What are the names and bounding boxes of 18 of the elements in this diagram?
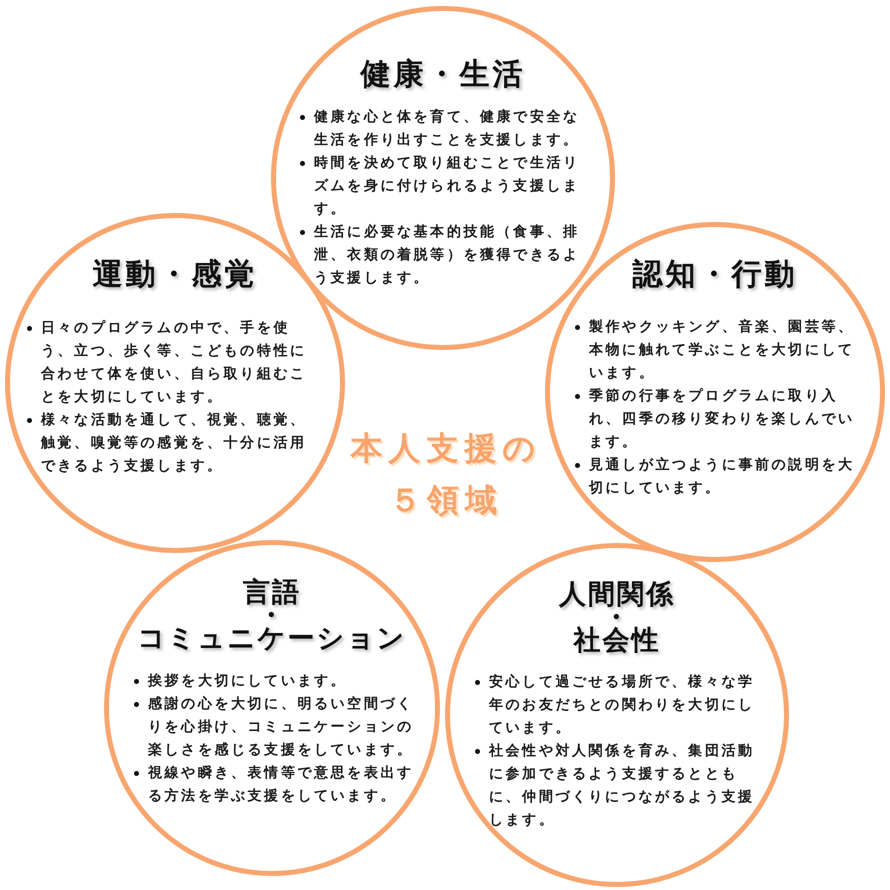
bullet-text: 視線や瞬き、表情等で意思を表出する方法を学ぶ支援をしています。 (148, 764, 415, 806)
bullet-text: 見通しが立つように事前の説明を大切にしています。 (589, 456, 856, 498)
bullet-text: 感謝の心を大切に、明るい空間づくりを心掛け、コミュニケーションの楽しさを感じる支援をしています。 (148, 694, 415, 760)
circle-heading: 人間関係・社会性 (559, 583, 675, 652)
bullet-text: 生活に必要な基本的技能（食事、排泄、衣類の着脱等）を獲得できるよう支援します。 (314, 223, 581, 288)
bullet-text: 安心して過ごせる場所で、様々な学年のお友だちとの関わりを大切にしています。 (489, 672, 756, 738)
bullet-text: 社会性や対人関係を育み、集団活動に参加できるよう支援するとともに、仲間づくりにつながるよう支援します。 (489, 742, 756, 830)
bullet-text: 製作やクッキング、音楽、園芸等、本物に触れて学ぶことを大切にしています。 (589, 318, 856, 383)
circle-heading: 運動・感覚 (92, 257, 258, 293)
bullet-text: 様々な活動を通して、視覚、聴覚、触覚、嗅覚等の感覚を、十分に活用できるよう支援します。 (41, 410, 308, 476)
circle-heading: 健康・生活 (360, 57, 526, 93)
bullet-text: 健康な心と体を育て、健康で安全な生活を作り出すことを支援します。 (314, 108, 581, 150)
diagram-title: 本人支援の５領域 (349, 428, 542, 521)
bullet-text: 日々のプログラムの中で、手を使う、立つ、歩く等、こどもの特性に合わせて体を使い、自ら取り組むことを大切にしています。 (41, 319, 308, 407)
bullet-text: 季節の行事をプログラムに取り入れ、四季の移り変わりを楽しんでいます。 (589, 387, 856, 452)
circle-heading: 認知・行動 (632, 257, 798, 293)
bullet-text: 時間を決めて取り組むことで生活リズムを身に付けられるよう支援します。 (314, 154, 581, 219)
bullet-text: 挨拶を大切にしています。 (148, 672, 348, 691)
